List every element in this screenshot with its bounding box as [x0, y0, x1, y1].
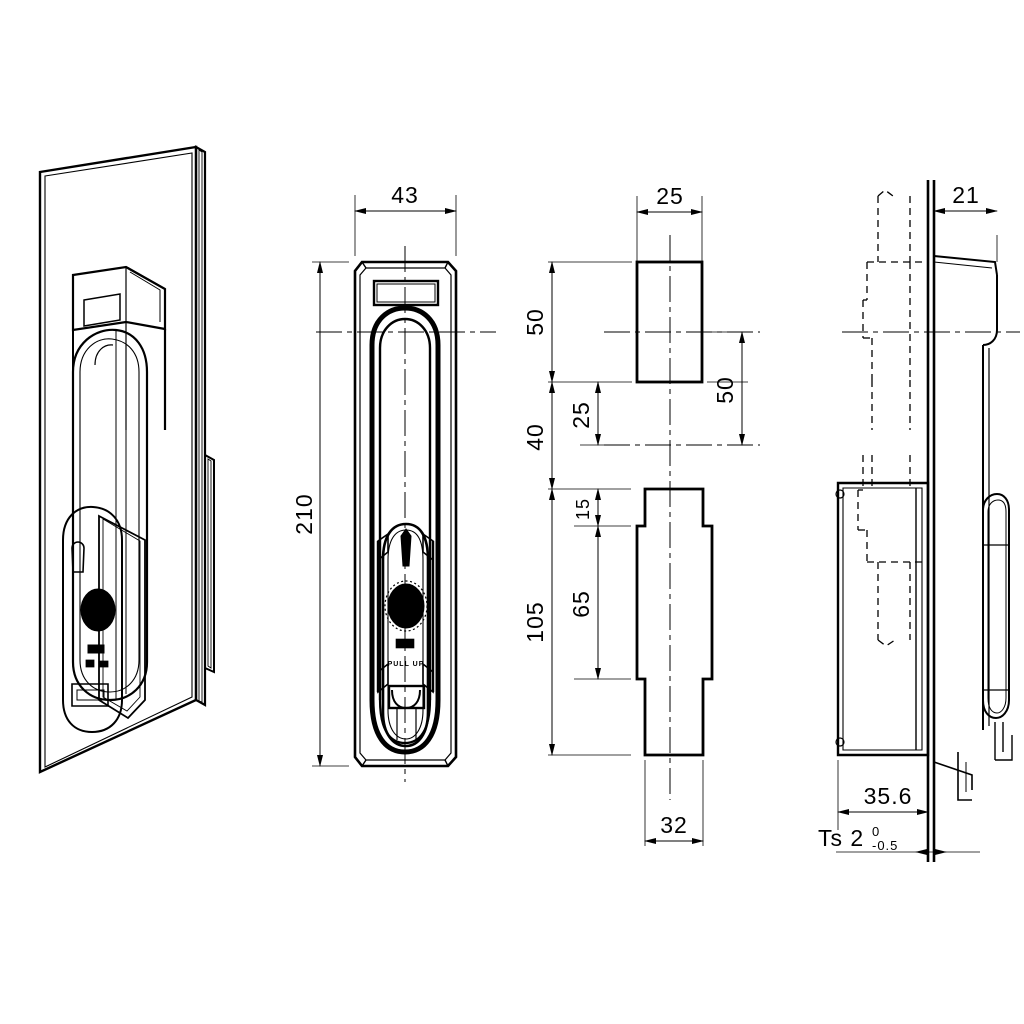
ts-thickness-text: Ts 2	[818, 825, 864, 851]
dim-210-text: 210	[291, 493, 317, 534]
dim-section-32-width: 32	[644, 812, 704, 844]
dim-side-thickness: Ts 2 0 -0.5	[818, 824, 947, 855]
iso-handle-boss	[71, 265, 167, 430]
dim-section-15: 15	[573, 488, 601, 527]
front-bottom-latch	[387, 684, 426, 740]
iso-panel-tab	[204, 453, 215, 674]
ts-tol-lower-text: -0.5	[872, 838, 898, 853]
side-view: 21 35.6 Ts 2 0 -0.5	[818, 180, 1020, 862]
iso-panel-plate	[38, 145, 207, 774]
ts-tol-upper-text: 0	[872, 824, 880, 839]
dim-21-text: 21	[952, 182, 980, 208]
dim-section-25-mid: 25	[568, 381, 601, 446]
dim-front-height-210: 210	[291, 261, 349, 767]
side-extension-lines	[836, 200, 998, 862]
pull-up-text: PULL UP	[388, 661, 425, 668]
front-knurled-knob	[384, 580, 428, 632]
front-view: PULL UP 43	[291, 182, 496, 782]
front-pull-up-label: PULL UP	[388, 638, 425, 668]
side-rear-housing	[835, 481, 930, 757]
front-label-window	[372, 279, 440, 307]
dim-65-text: 65	[568, 590, 594, 618]
front-keyhole	[400, 528, 412, 567]
dim-25-width-text: 25	[656, 183, 684, 209]
dim-section-105: 105	[522, 488, 555, 756]
section-lower-block	[635, 487, 714, 757]
dim-105-text: 105	[522, 601, 548, 642]
dim-15-text: 15	[573, 498, 593, 520]
dim-section-50-right: 50	[712, 331, 745, 446]
dim-side-35-6: 35.6	[837, 783, 929, 815]
dim-40-text: 40	[522, 423, 548, 451]
dim-43-text: 43	[391, 182, 419, 208]
dim-25-mid-text: 25	[568, 401, 594, 429]
dim-section-50-left: 50	[522, 261, 555, 383]
iso-handle-lever	[71, 328, 149, 702]
section-view: 25 50 50 25 40 15 65	[522, 183, 760, 846]
dim-section-65: 65	[568, 525, 601, 680]
section-centrelines	[604, 235, 760, 800]
dim-section-25-width: 25	[636, 183, 703, 215]
dim-50-right-text: 50	[712, 376, 738, 404]
front-outer-frame	[353, 260, 458, 768]
front-handle-body	[376, 522, 435, 748]
side-hidden-mechanism	[857, 189, 922, 647]
dim-section-40: 40	[522, 381, 555, 490]
dim-50-left-text: 50	[522, 308, 548, 336]
side-lower-bracket	[933, 752, 973, 801]
side-handle-profile	[982, 492, 1013, 761]
dim-32-text: 32	[660, 812, 688, 838]
isometric-view	[38, 145, 215, 774]
dim-side-21: 21	[933, 182, 998, 214]
dim-35-6-text: 35.6	[864, 783, 913, 809]
iso-lock-escutcheon	[62, 505, 146, 734]
dim-front-width-43: 43	[354, 182, 457, 256]
